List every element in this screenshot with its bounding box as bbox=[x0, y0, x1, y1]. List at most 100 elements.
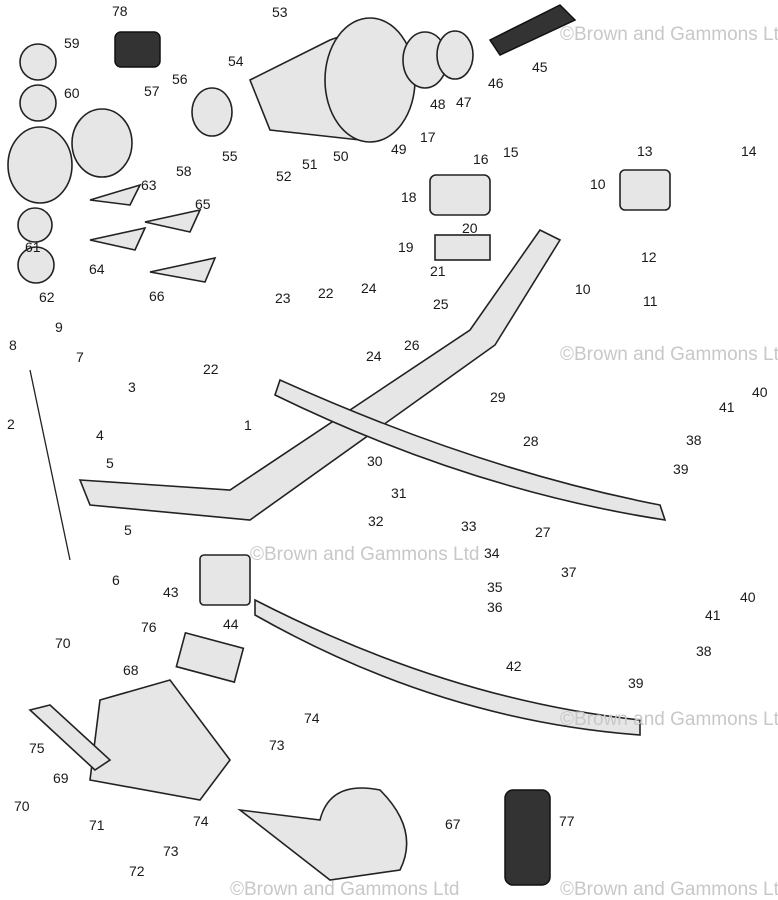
hub-cap-60 bbox=[19, 84, 57, 122]
part-number-label: 25 bbox=[433, 296, 449, 312]
plate-76 bbox=[175, 631, 245, 684]
spinner-64 bbox=[89, 226, 147, 251]
part-number-label: 8 bbox=[9, 337, 17, 353]
part-number-label: 17 bbox=[420, 129, 436, 145]
watermark-text: ©Brown and Gammons Ltd bbox=[560, 709, 778, 730]
part-number-label: 10 bbox=[575, 281, 591, 297]
part-number-label: 36 bbox=[487, 599, 503, 615]
damper-68 bbox=[89, 679, 231, 801]
part-number-label: 32 bbox=[368, 513, 384, 529]
hub-cap-61 bbox=[17, 207, 53, 243]
watermark-text: ©Brown and Gammons Ltd bbox=[230, 879, 459, 900]
part-number-label: 22 bbox=[318, 285, 334, 301]
part-number-label: 77 bbox=[559, 813, 575, 829]
part-number-label: 66 bbox=[149, 288, 165, 304]
leaf-spring-27 bbox=[274, 378, 667, 521]
part-number-label: 37 bbox=[561, 564, 577, 580]
part-number-label: 75 bbox=[29, 740, 45, 756]
part-number-label: 68 bbox=[123, 662, 139, 678]
part-number-label: 63 bbox=[141, 177, 157, 193]
wheel-hub-cover-2 bbox=[71, 108, 133, 178]
part-number-label: 14 bbox=[741, 143, 757, 159]
wheel-hub-cover bbox=[7, 126, 73, 204]
part-number-label: 35 bbox=[487, 579, 503, 595]
part-number-label: 58 bbox=[176, 163, 192, 179]
watermark-layer: ©Brown and Gammons Ltd ©Brown and Gammons… bbox=[230, 24, 778, 900]
part-number-label: 73 bbox=[163, 843, 179, 859]
part-number-label: 73 bbox=[269, 737, 285, 753]
axle-shaft-45 bbox=[488, 4, 577, 56]
part-number-label: 41 bbox=[705, 607, 721, 623]
watermark-text: ©Brown and Gammons Ltd bbox=[560, 24, 778, 45]
damper-67 bbox=[237, 787, 408, 881]
hub-cap-62 bbox=[17, 246, 55, 284]
part-number-label: 9 bbox=[55, 319, 63, 335]
part-number-label: 72 bbox=[129, 863, 145, 879]
part-number-label: 70 bbox=[55, 635, 71, 651]
part-number-label: 22 bbox=[203, 361, 219, 377]
leaf-spring-42 bbox=[254, 598, 641, 736]
part-number-label: 12 bbox=[641, 249, 657, 265]
part-number-label: 2 bbox=[7, 416, 15, 432]
part-number-label: 78 bbox=[112, 3, 128, 19]
part-number-label: 61 bbox=[25, 239, 41, 255]
part-number-label: 54 bbox=[228, 53, 244, 69]
part-number-label: 10 bbox=[590, 176, 606, 192]
part-number-label: 74 bbox=[193, 813, 209, 829]
part-number-label: 46 bbox=[488, 75, 504, 91]
part-number-label: 42 bbox=[506, 658, 522, 674]
part-number-label: 6 bbox=[112, 572, 120, 588]
part-number-label: 41 bbox=[719, 399, 735, 415]
part-number-label: 13 bbox=[637, 143, 653, 159]
part-number-label: 56 bbox=[172, 71, 188, 87]
part-number-label: 40 bbox=[740, 589, 756, 605]
part-number-label: 62 bbox=[39, 289, 55, 305]
oil-bottle-77 bbox=[504, 789, 551, 886]
watermark-text: ©Brown and Gammons Ltd bbox=[560, 344, 778, 365]
hub-cap-59 bbox=[19, 43, 57, 81]
mount-16 bbox=[429, 174, 491, 216]
part-number-label: 51 bbox=[302, 156, 318, 172]
spinner-66 bbox=[149, 256, 217, 283]
part-number-label: 30 bbox=[367, 453, 383, 469]
part-number-label: 11 bbox=[643, 293, 658, 309]
part-number-label: 67 bbox=[445, 816, 461, 832]
part-number-label: 24 bbox=[366, 348, 382, 364]
part-number-label: 57 bbox=[144, 83, 160, 99]
watermark-text: ©Brown and Gammons Ltd bbox=[250, 544, 479, 565]
part-number-label: 69 bbox=[53, 770, 69, 786]
part-number-label: 34 bbox=[484, 545, 500, 561]
part-number-label: 1 bbox=[244, 417, 252, 433]
part-number-label: 28 bbox=[523, 433, 539, 449]
u-bolt-2 bbox=[29, 369, 71, 561]
spinner-63 bbox=[89, 183, 142, 206]
part-number-label: 48 bbox=[430, 96, 446, 112]
part-number-label: 71 bbox=[89, 817, 105, 833]
part-number-label: 38 bbox=[686, 432, 702, 448]
part-number-label: 33 bbox=[461, 518, 477, 534]
part-number-label: 20 bbox=[462, 220, 478, 236]
part-number-label: 60 bbox=[64, 85, 80, 101]
plate-19 bbox=[434, 234, 491, 261]
part-number-label: 45 bbox=[532, 59, 548, 75]
part-number-label: 65 bbox=[195, 196, 211, 212]
spinner-65 bbox=[144, 208, 202, 233]
part-number-label: 39 bbox=[673, 461, 689, 477]
part-number-label: 44 bbox=[223, 616, 239, 632]
part-number-label: 23 bbox=[275, 290, 291, 306]
part-number-label: 31 bbox=[391, 485, 407, 501]
part-number-label: 64 bbox=[89, 261, 105, 277]
part-number-label: 53 bbox=[272, 4, 288, 20]
bearing-47 bbox=[436, 30, 474, 80]
part-number-label: 15 bbox=[503, 144, 519, 160]
part-number-label: 5 bbox=[124, 522, 132, 538]
part-number-label: 52 bbox=[276, 168, 292, 184]
part-number-label: 24 bbox=[361, 280, 377, 296]
bearing-55 bbox=[191, 87, 233, 137]
part-number-label: 50 bbox=[333, 148, 349, 164]
part-number-label: 26 bbox=[404, 337, 420, 353]
damper-arm-75 bbox=[28, 704, 112, 772]
part-number-label: 4 bbox=[96, 427, 104, 443]
